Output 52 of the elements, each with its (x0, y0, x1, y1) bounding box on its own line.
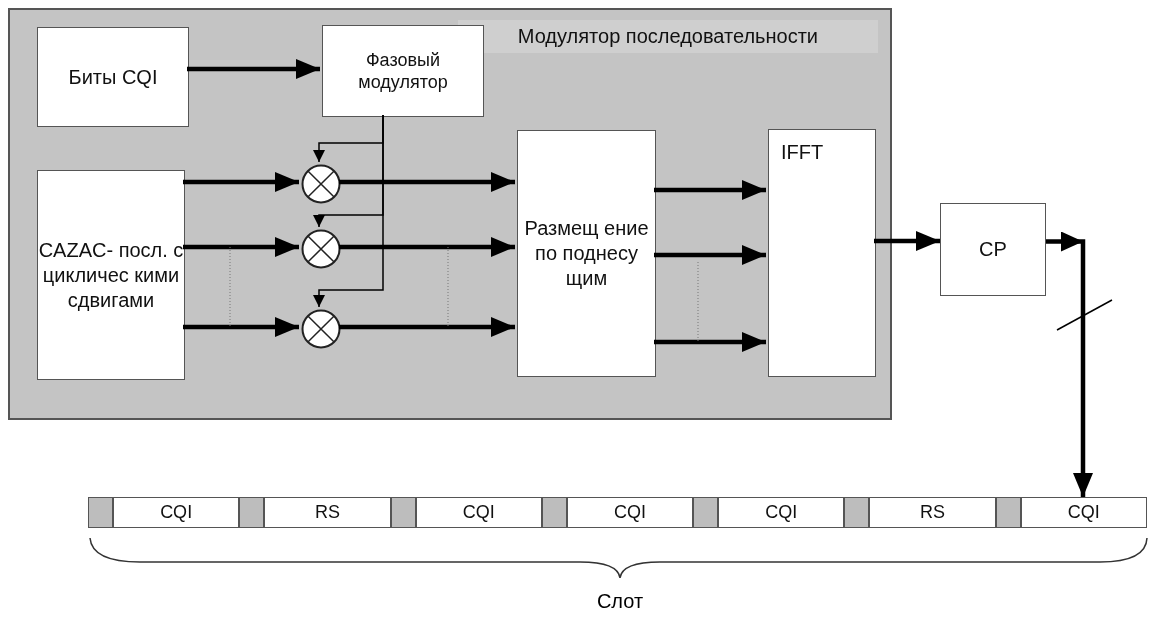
arrow (654, 180, 766, 200)
arrow (339, 237, 515, 257)
process-box (322, 25, 484, 117)
process-box (37, 170, 185, 380)
slot-cell (264, 497, 391, 528)
multiplier-circle (301, 164, 341, 204)
multiplier-circle (301, 229, 341, 269)
module-heading: Модулятор последовательности (457, 20, 878, 53)
slot-cell (718, 497, 845, 528)
module-panel (8, 8, 892, 420)
slot-cell (113, 497, 240, 528)
cell-label: CQI (160, 501, 193, 524)
cell-label: CQI (1067, 501, 1100, 524)
guard-cell (844, 497, 870, 528)
process-box (768, 129, 876, 377)
cell-label: CQI (462, 501, 495, 524)
arrow (183, 172, 299, 192)
guard-cell (239, 497, 265, 528)
slot-cell (1020, 497, 1147, 528)
slot-cell (415, 497, 542, 528)
slot-label: Слот (595, 590, 645, 613)
guard-cell (541, 497, 567, 528)
box-label: Биты CQI (68, 64, 158, 90)
slot-cell (869, 497, 996, 528)
box-label: Фазовый модулятор (357, 48, 449, 94)
slot-cell (566, 497, 694, 528)
arrow (654, 332, 766, 352)
guard-cell (693, 497, 719, 528)
cell-label: RS (920, 501, 946, 524)
arrow (339, 317, 515, 337)
box-label: CAZAC- посл. с цикличес кими сдвигами (38, 237, 184, 313)
box-label: IFFT (781, 140, 824, 165)
process-box (940, 203, 1046, 296)
guard-cell (995, 497, 1021, 528)
multiplier-circle (301, 309, 341, 349)
arrow (187, 59, 320, 79)
process-box (37, 27, 189, 127)
process-box (517, 130, 656, 377)
arrow (313, 114, 384, 308)
arrow (874, 231, 940, 251)
cell-label: CQI (765, 501, 798, 524)
box-label: CP (979, 237, 1007, 262)
arrow (339, 172, 515, 192)
arrow (183, 317, 299, 337)
arrow (654, 245, 766, 265)
guard-cell (390, 497, 416, 528)
cell-label: RS (314, 501, 340, 524)
arrow (183, 237, 299, 257)
cell-label: CQI (613, 501, 646, 524)
box-label: Размещ ение по поднесу щим (523, 216, 650, 291)
guard-cell (88, 497, 113, 528)
arrow (1046, 232, 1093, 497)
